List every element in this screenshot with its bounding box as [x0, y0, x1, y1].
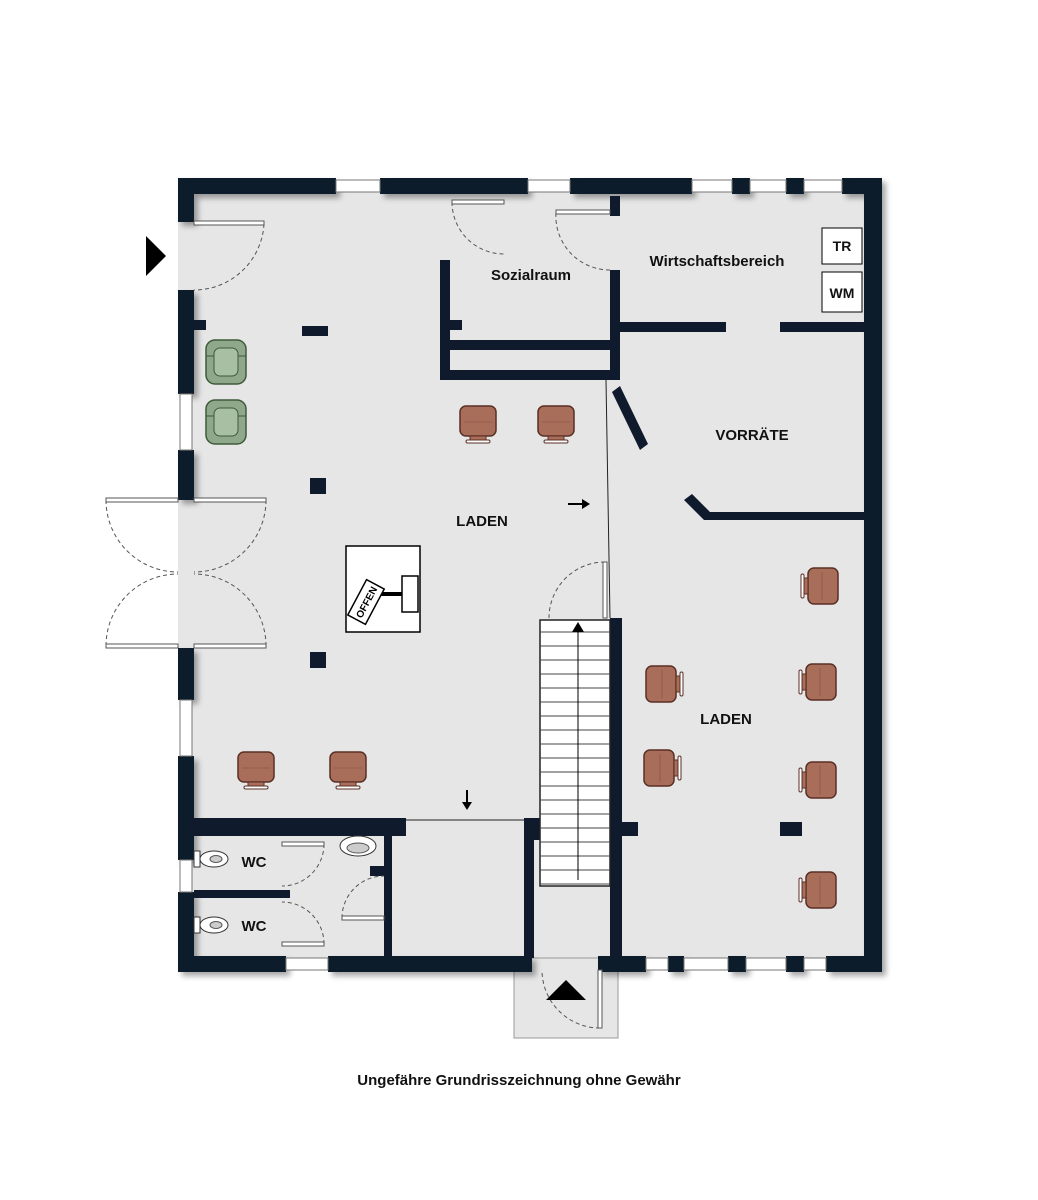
- room-label-wc-lower: WC: [242, 918, 267, 935]
- room-label-wc-upper: WC: [242, 854, 267, 871]
- chair-1: [459, 405, 497, 444]
- room-dividers: [406, 379, 611, 821]
- armchair-2: [205, 399, 247, 445]
- floor-entrance-vestibule: [178, 222, 192, 290]
- room-label-laden-right: LADEN: [700, 711, 752, 728]
- dryer-label: TR: [833, 238, 852, 254]
- chair-6: [643, 749, 682, 787]
- outer-walls: [178, 178, 882, 972]
- windows: [179, 179, 843, 971]
- chair-2: [537, 405, 575, 444]
- direction-arrow-down-icon: [462, 790, 472, 810]
- doors: [105, 199, 611, 1029]
- room-label-vorraete: VORRÄTE: [715, 427, 788, 444]
- room-label-sozialraum: Sozialraum: [491, 267, 571, 284]
- chair-8: [798, 663, 837, 701]
- direction-arrow-right-icon: [568, 499, 590, 509]
- chair-3: [237, 751, 275, 790]
- chair-9: [798, 761, 837, 799]
- south-entrance-triangle-icon: [546, 980, 586, 1000]
- entrance-arrow-icon: [146, 236, 166, 276]
- armchair-1: [205, 339, 247, 385]
- staircase: [539, 619, 611, 887]
- sink-icon: [339, 835, 377, 857]
- toilet-upper-icon: [193, 850, 229, 868]
- chair-7: [800, 567, 839, 605]
- open-sign: [346, 578, 386, 626]
- room-label-wirtschaftsbereich: Wirtschaftsbereich: [650, 253, 785, 270]
- interior-walls: [190, 196, 864, 958]
- armchairs: [205, 339, 247, 445]
- washing-machine-label: WM: [830, 285, 855, 301]
- floor-double-door-vestibule: [178, 500, 192, 648]
- counter: OFFEN: [345, 545, 421, 633]
- chair-10: [798, 871, 837, 909]
- washing-machine-box: [821, 271, 863, 313]
- toilet-lower-icon: [193, 916, 229, 934]
- chairs: [237, 405, 839, 909]
- room-label-laden-left: LADEN: [456, 513, 508, 530]
- chair-4: [329, 751, 367, 790]
- disclaimer-caption: Ungefähre Grundrisszeichnung ohne Gewähr: [357, 1072, 681, 1089]
- stair-arrow-icon: [572, 622, 584, 632]
- chair-5: [645, 665, 684, 703]
- dryer-box: [821, 227, 863, 265]
